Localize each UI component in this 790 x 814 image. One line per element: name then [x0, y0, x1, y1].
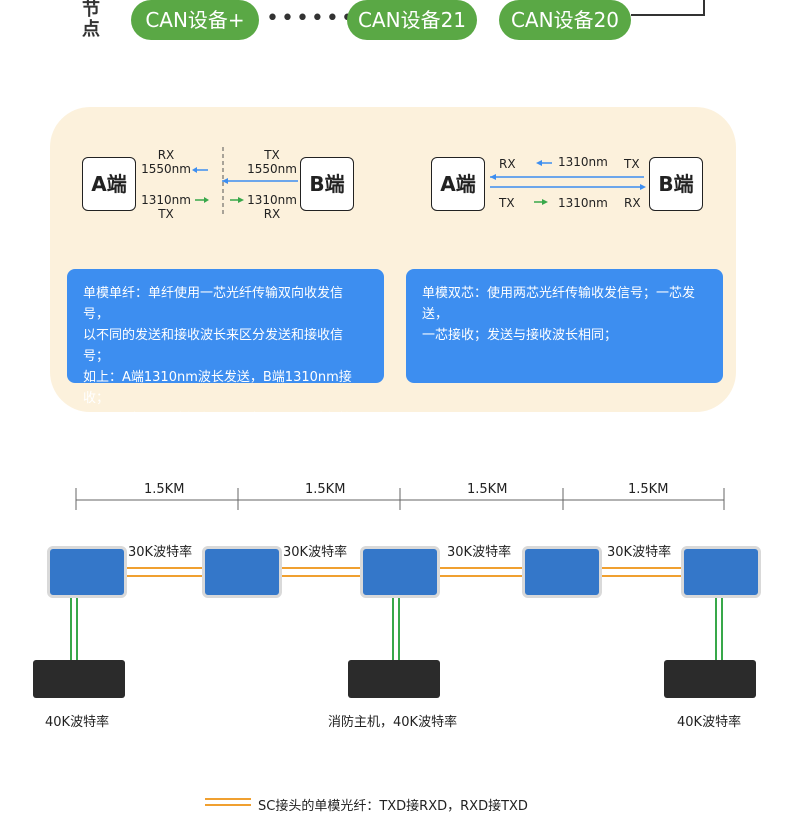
distance-label-3: 1.5KM — [463, 482, 512, 497]
can-device-pill-21: CAN设备21 — [347, 0, 477, 40]
connector-line-vertical — [703, 0, 705, 16]
ellipsis-dots: •••••• — [266, 6, 356, 31]
fiber-links — [125, 567, 682, 577]
a-end-box-dual: A端 — [431, 157, 485, 211]
a-end-box: A端 — [82, 157, 136, 211]
fiber-converter-5 — [681, 546, 761, 598]
distance-label-4: 1.5KM — [624, 482, 673, 497]
dual-top-mid: 1310nm — [558, 155, 608, 169]
fiber-converter-3 — [360, 546, 440, 598]
dual-bottom-left: TX — [499, 196, 515, 210]
node-label: 节点 — [82, 0, 100, 40]
fiber-converter-2 — [202, 546, 282, 598]
dual-fiber-arrows — [490, 160, 646, 205]
host-device-1 — [33, 660, 125, 698]
host-device-2 — [348, 660, 440, 698]
right-bottom-labels: 1310nm RX — [247, 193, 297, 221]
host-caption-1: 40K波特率 — [45, 715, 110, 730]
distance-label-1: 1.5KM — [140, 482, 189, 497]
speed-label-3: 30K波特率 — [447, 545, 512, 560]
host-device-3 — [664, 660, 756, 698]
left-bottom-labels: 1310nm TX — [141, 193, 191, 221]
can-wires — [70, 598, 723, 660]
fiber-legend-text: SC接头的单模光纤：TXD接RXD，RXD接TXD — [258, 799, 528, 814]
dual-fiber-description: 单模双芯：使用两芯光纤传输收发信号；一芯发送， 一芯接收；发送与接收波长相同； — [406, 269, 723, 383]
speed-label-1: 30K波特率 — [128, 545, 193, 560]
speed-label-4: 30K波特率 — [607, 545, 672, 560]
dual-bottom-right: RX — [624, 196, 641, 210]
can-device-pill-20: CAN设备20 — [499, 0, 631, 40]
can-device-pill-plus: CAN设备+ — [131, 0, 259, 40]
single-fiber-description: 单模单纤：单纤使用一芯光纤传输双向收发信号， 以不同的发送和接收波长来区分发送和… — [67, 269, 384, 448]
left-top-labels: RX 1550nm — [141, 148, 191, 176]
single-fiber-arrows — [192, 147, 298, 215]
speed-label-2: 30K波特率 — [283, 545, 348, 560]
distance-label-2: 1.5KM — [301, 482, 350, 497]
host-caption-3: 40K波特率 — [677, 715, 742, 730]
right-top-labels: TX 1550nm — [247, 148, 297, 176]
connector-line — [631, 14, 705, 16]
dual-bottom-mid: 1310nm — [558, 196, 608, 210]
fiber-legend-icon — [205, 798, 251, 806]
distance-markers — [75, 488, 725, 510]
dual-top-left: RX — [499, 157, 516, 171]
host-caption-2: 消防主机，40K波特率 — [328, 715, 458, 730]
fiber-converter-1 — [47, 546, 127, 598]
b-end-box: B端 — [300, 157, 354, 211]
b-end-box-dual: B端 — [649, 157, 703, 211]
dual-top-right: TX — [624, 157, 640, 171]
fiber-converter-4 — [522, 546, 602, 598]
